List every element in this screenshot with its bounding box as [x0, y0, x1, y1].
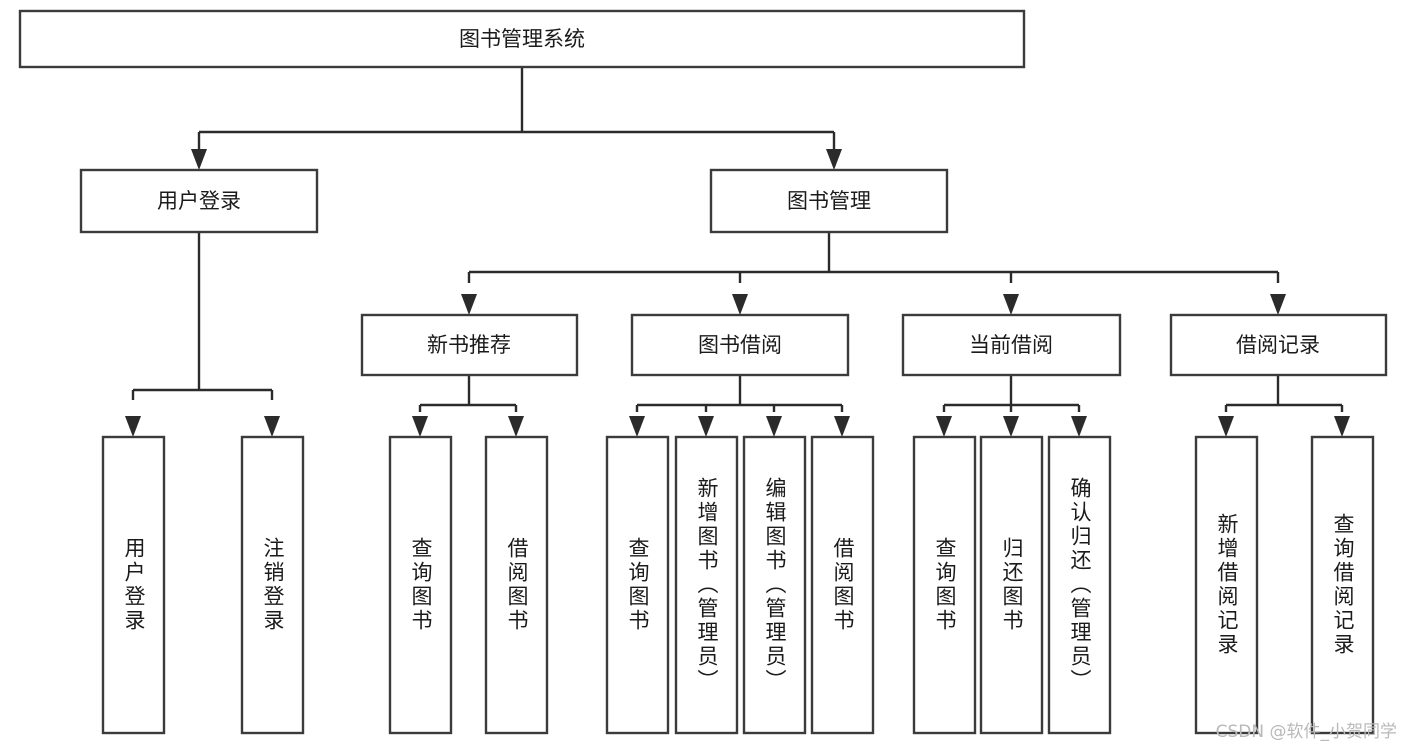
node-borrow-records[interactable]: 借阅记录 — [1169, 313, 1388, 377]
arrow-head-icon — [629, 416, 645, 437]
watermark: CSDN @软件_小贺同学 — [1215, 722, 1397, 742]
edge-group-borrow-records — [1218, 375, 1350, 437]
leaf-logout-label: 注销登录 — [261, 537, 285, 633]
edge-group-book-management — [461, 232, 1286, 315]
leaf-add-book-admin-label: 新增图书（管理员） — [695, 477, 719, 693]
node-book-borrow[interactable]: 图书借阅 — [630, 313, 850, 377]
leaf-borrow-book-newbook-label: 借阅图书 — [505, 537, 529, 633]
edge-group-book-borrow — [629, 375, 850, 437]
leaf-query-book-newbook[interactable]: 查询图书 — [388, 435, 453, 735]
arrow-head-icon — [936, 416, 952, 437]
node-book-borrow-label: 图书借阅 — [698, 333, 782, 357]
arrow-head-icon — [125, 416, 141, 437]
leaf-return-book[interactable]: 归还图书 — [979, 435, 1044, 735]
node-user-login-label: 用户登录 — [157, 189, 241, 213]
node-book-management[interactable]: 图书管理 — [709, 168, 949, 234]
leaf-borrow-book-label: 借阅图书 — [831, 537, 855, 633]
arrow-head-icon — [191, 149, 207, 170]
leaf-confirm-return-admin[interactable]: 确认归还（管理员） — [1047, 435, 1112, 735]
leaf-borrow-book-newbook[interactable]: 借阅图书 — [484, 435, 549, 735]
arrow-head-icon — [461, 294, 477, 315]
arrow-head-icon — [264, 416, 280, 437]
leaf-query-book-newbook-label: 查询图书 — [409, 537, 433, 633]
arrow-head-icon — [1003, 416, 1019, 437]
leaf-confirm-return-admin-label: 确认归还（管理员） — [1068, 477, 1092, 693]
leaf-query-borrow-record-label: 查询借阅记录 — [1331, 513, 1355, 657]
arrow-head-icon — [1003, 294, 1019, 315]
node-book-management-label: 图书管理 — [787, 189, 871, 213]
arrow-head-icon — [698, 416, 714, 437]
arrow-head-icon — [412, 416, 428, 437]
node-user-login[interactable]: 用户登录 — [79, 168, 319, 234]
leaf-edit-book-admin[interactable]: 编辑图书（管理员） — [742, 435, 807, 735]
node-borrow-records-label: 借阅记录 — [1236, 333, 1320, 357]
node-root[interactable]: 图书管理系统 — [18, 9, 1026, 69]
leaf-edit-book-admin-label: 编辑图书（管理员） — [763, 477, 787, 693]
leaf-query-borrow-record[interactable]: 查询借阅记录 — [1310, 435, 1375, 735]
node-new-book-recommend-label: 新书推荐 — [427, 333, 511, 357]
arrow-head-icon — [766, 416, 782, 437]
leaf-add-borrow-record-label: 新增借阅记录 — [1215, 513, 1239, 657]
leaf-logout[interactable]: 注销登录 — [240, 435, 305, 735]
leaf-borrow-book[interactable]: 借阅图书 — [810, 435, 875, 735]
edge-group-current-borrow — [936, 375, 1087, 437]
node-new-book-recommend[interactable]: 新书推荐 — [360, 313, 579, 377]
edge-group-root — [191, 67, 842, 170]
node-current-borrow-label: 当前借阅 — [969, 333, 1053, 357]
leaf-query-book-borrow-label: 查询图书 — [626, 537, 650, 633]
edge-group-user-login — [125, 232, 280, 437]
node-root-label: 图书管理系统 — [459, 27, 585, 51]
leaf-query-book-current-label: 查询图书 — [933, 537, 957, 633]
arrow-head-icon — [732, 294, 748, 315]
node-current-borrow[interactable]: 当前借阅 — [901, 313, 1122, 377]
leaf-query-book-borrow[interactable]: 查询图书 — [605, 435, 670, 735]
leaf-query-book-current[interactable]: 查询图书 — [912, 435, 977, 735]
arrow-head-icon — [1334, 416, 1350, 437]
edge-group-new-book — [412, 375, 524, 437]
leaf-user-login[interactable]: 用户登录 — [101, 435, 166, 735]
arrow-head-icon — [826, 149, 842, 170]
arrow-head-icon — [834, 416, 850, 437]
leaf-return-book-label: 归还图书 — [1000, 537, 1024, 633]
arrow-head-icon — [508, 416, 524, 437]
arrow-head-icon — [1270, 294, 1286, 315]
leaf-add-book-admin[interactable]: 新增图书（管理员） — [674, 435, 739, 735]
leaf-add-borrow-record[interactable]: 新增借阅记录 — [1194, 435, 1259, 735]
leaf-user-login-label: 用户登录 — [122, 537, 146, 633]
arrow-head-icon — [1218, 416, 1234, 437]
arrow-head-icon — [1071, 416, 1087, 437]
